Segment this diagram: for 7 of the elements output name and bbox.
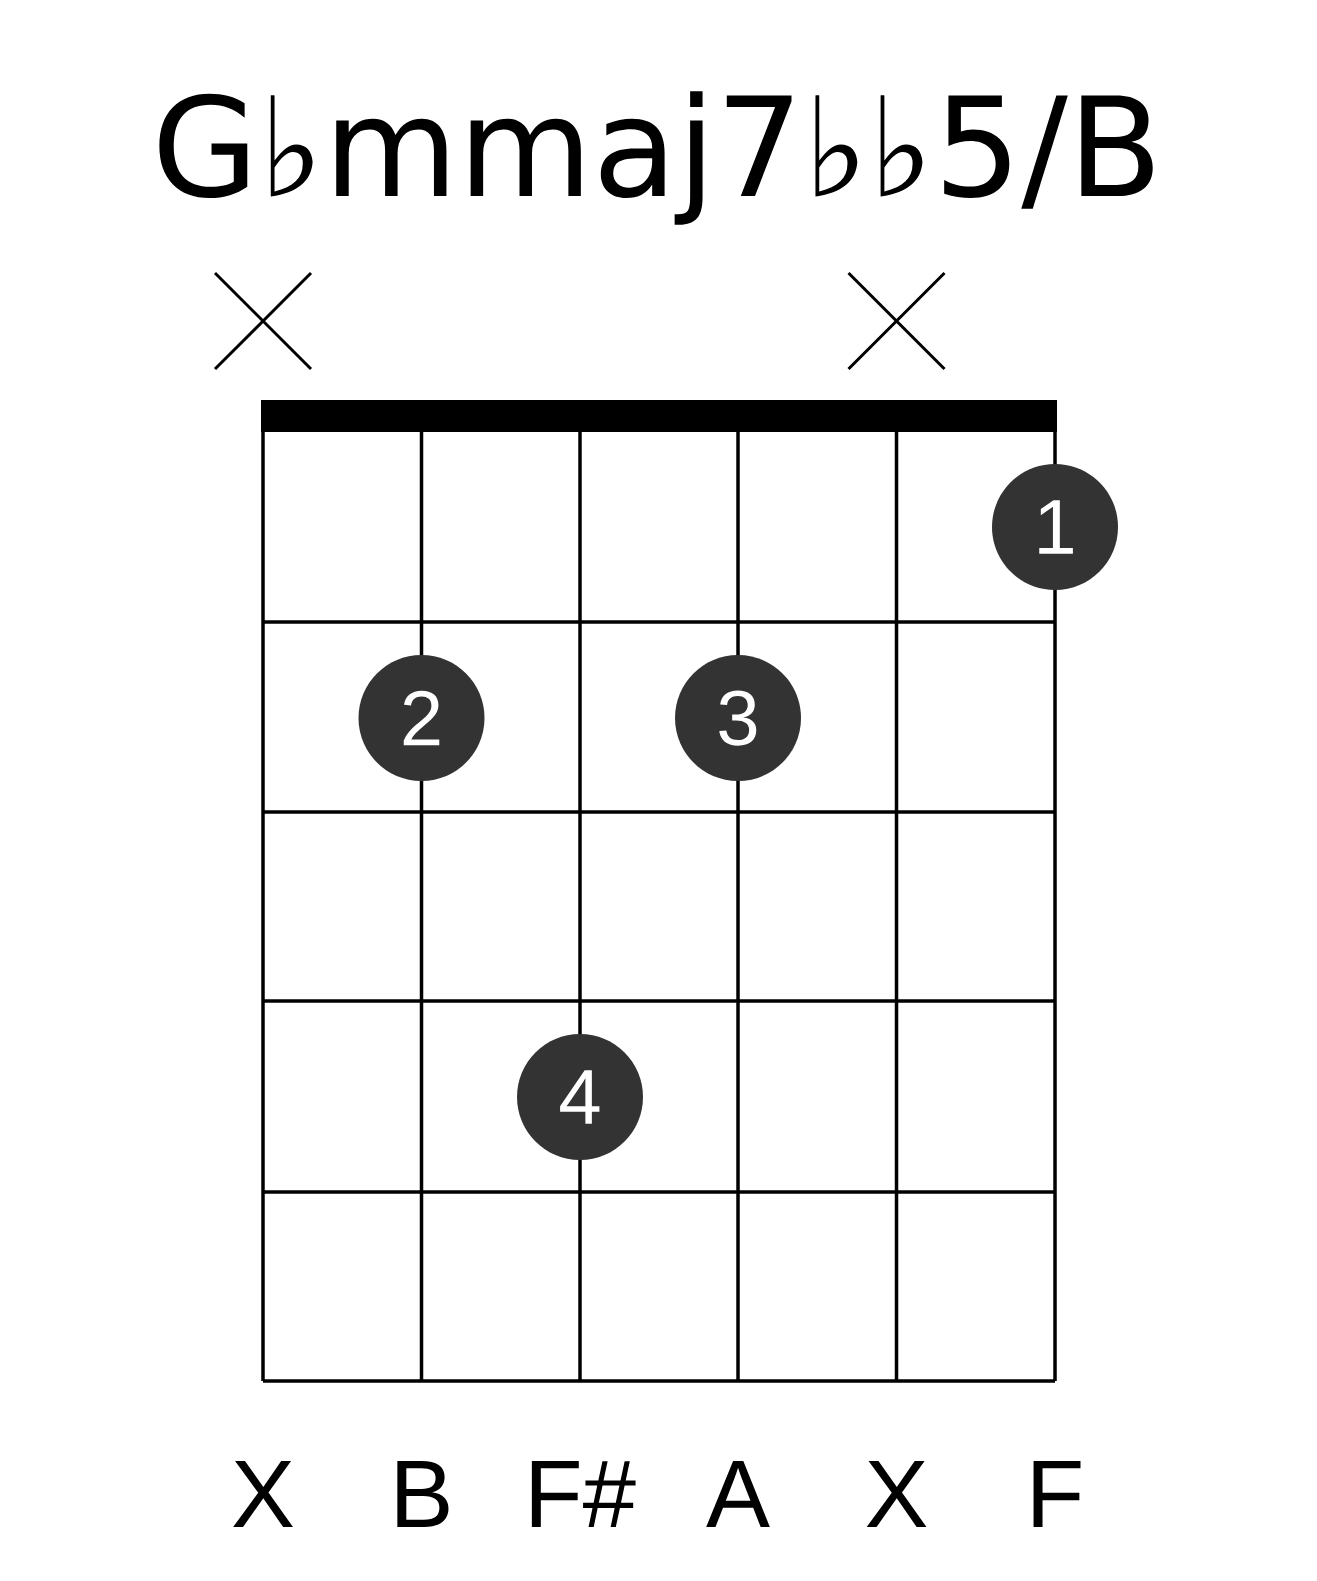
- string-note: F: [1033, 1461, 1081, 1528]
- string-note: A: [706, 1461, 770, 1528]
- chord-title: G♭mmaj7♭♭5/B: [159, 91, 1153, 225]
- string-note: X: [866, 1461, 927, 1528]
- string-note: F#: [531, 1461, 636, 1528]
- string-note: B: [397, 1461, 449, 1528]
- string-note: X: [233, 1461, 293, 1528]
